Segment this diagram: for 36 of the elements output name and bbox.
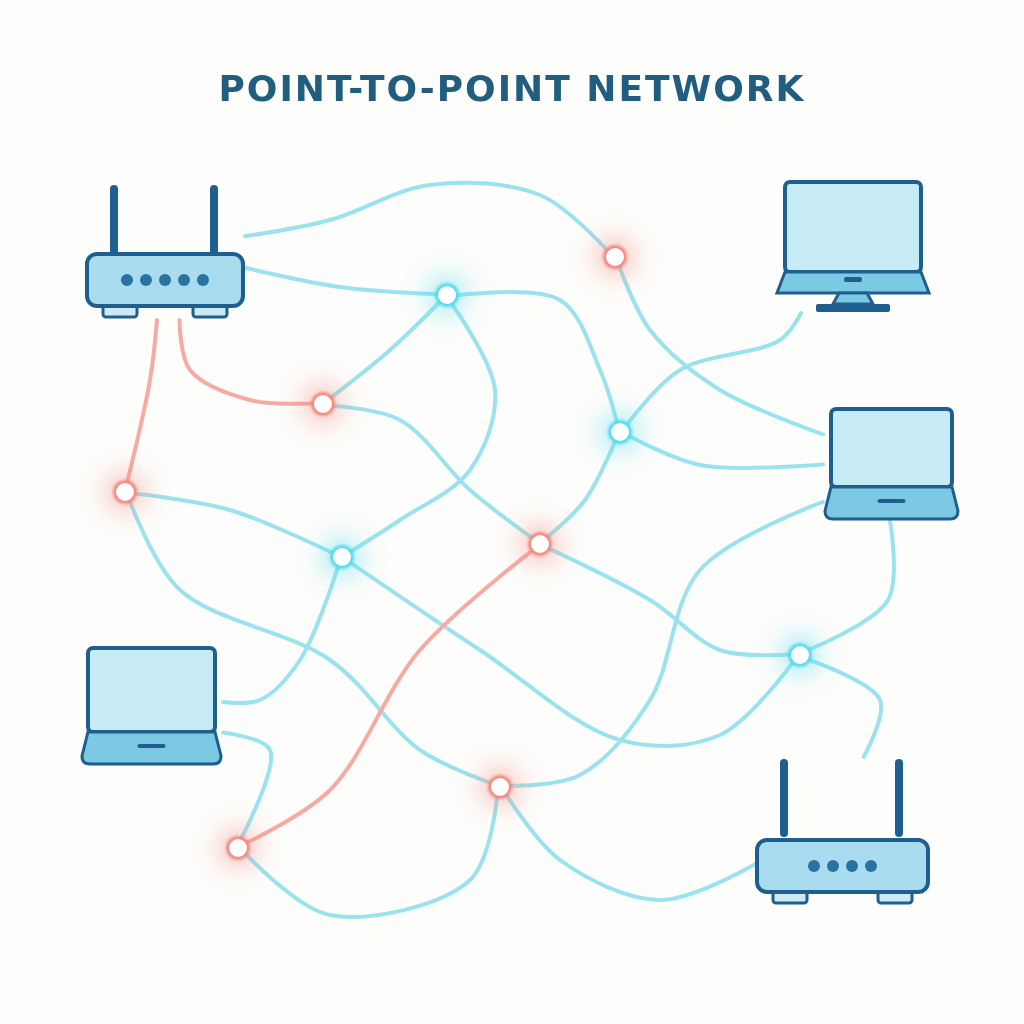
network-link xyxy=(503,791,757,902)
network-link xyxy=(243,793,500,919)
network-link xyxy=(127,497,494,786)
network-node-dot xyxy=(438,286,456,304)
network-node-dot xyxy=(791,646,809,664)
network-node-dot xyxy=(116,483,134,501)
network-link xyxy=(624,311,804,428)
router-drawing xyxy=(85,183,245,320)
network-node-dot xyxy=(229,839,247,857)
network-node-dot xyxy=(333,548,351,566)
network-node-dot xyxy=(606,248,624,266)
network-link xyxy=(616,263,825,437)
router-drawing xyxy=(755,757,930,906)
network-link xyxy=(328,299,443,401)
network-link xyxy=(177,318,316,406)
diagram-title: POINT-TO-POINT NETWORK xyxy=(217,68,807,109)
network-node-dot xyxy=(531,535,549,553)
network-node-dot xyxy=(611,423,629,441)
laptop-drawing xyxy=(80,646,223,766)
network-node-dot xyxy=(491,778,509,796)
network-link xyxy=(221,730,274,842)
network-link xyxy=(243,180,611,254)
network-link xyxy=(347,560,796,748)
network-link xyxy=(544,438,618,540)
network-link xyxy=(221,563,341,705)
network-link xyxy=(124,318,159,486)
network-link xyxy=(347,301,498,555)
network-node-dot xyxy=(314,395,332,413)
network-link xyxy=(805,657,883,759)
network-link xyxy=(626,433,825,470)
network-link xyxy=(243,547,536,846)
network-link xyxy=(546,546,793,658)
network-link xyxy=(805,519,896,653)
network-link xyxy=(454,289,620,426)
monitor-drawing xyxy=(775,180,931,313)
laptop-drawing xyxy=(823,407,960,521)
